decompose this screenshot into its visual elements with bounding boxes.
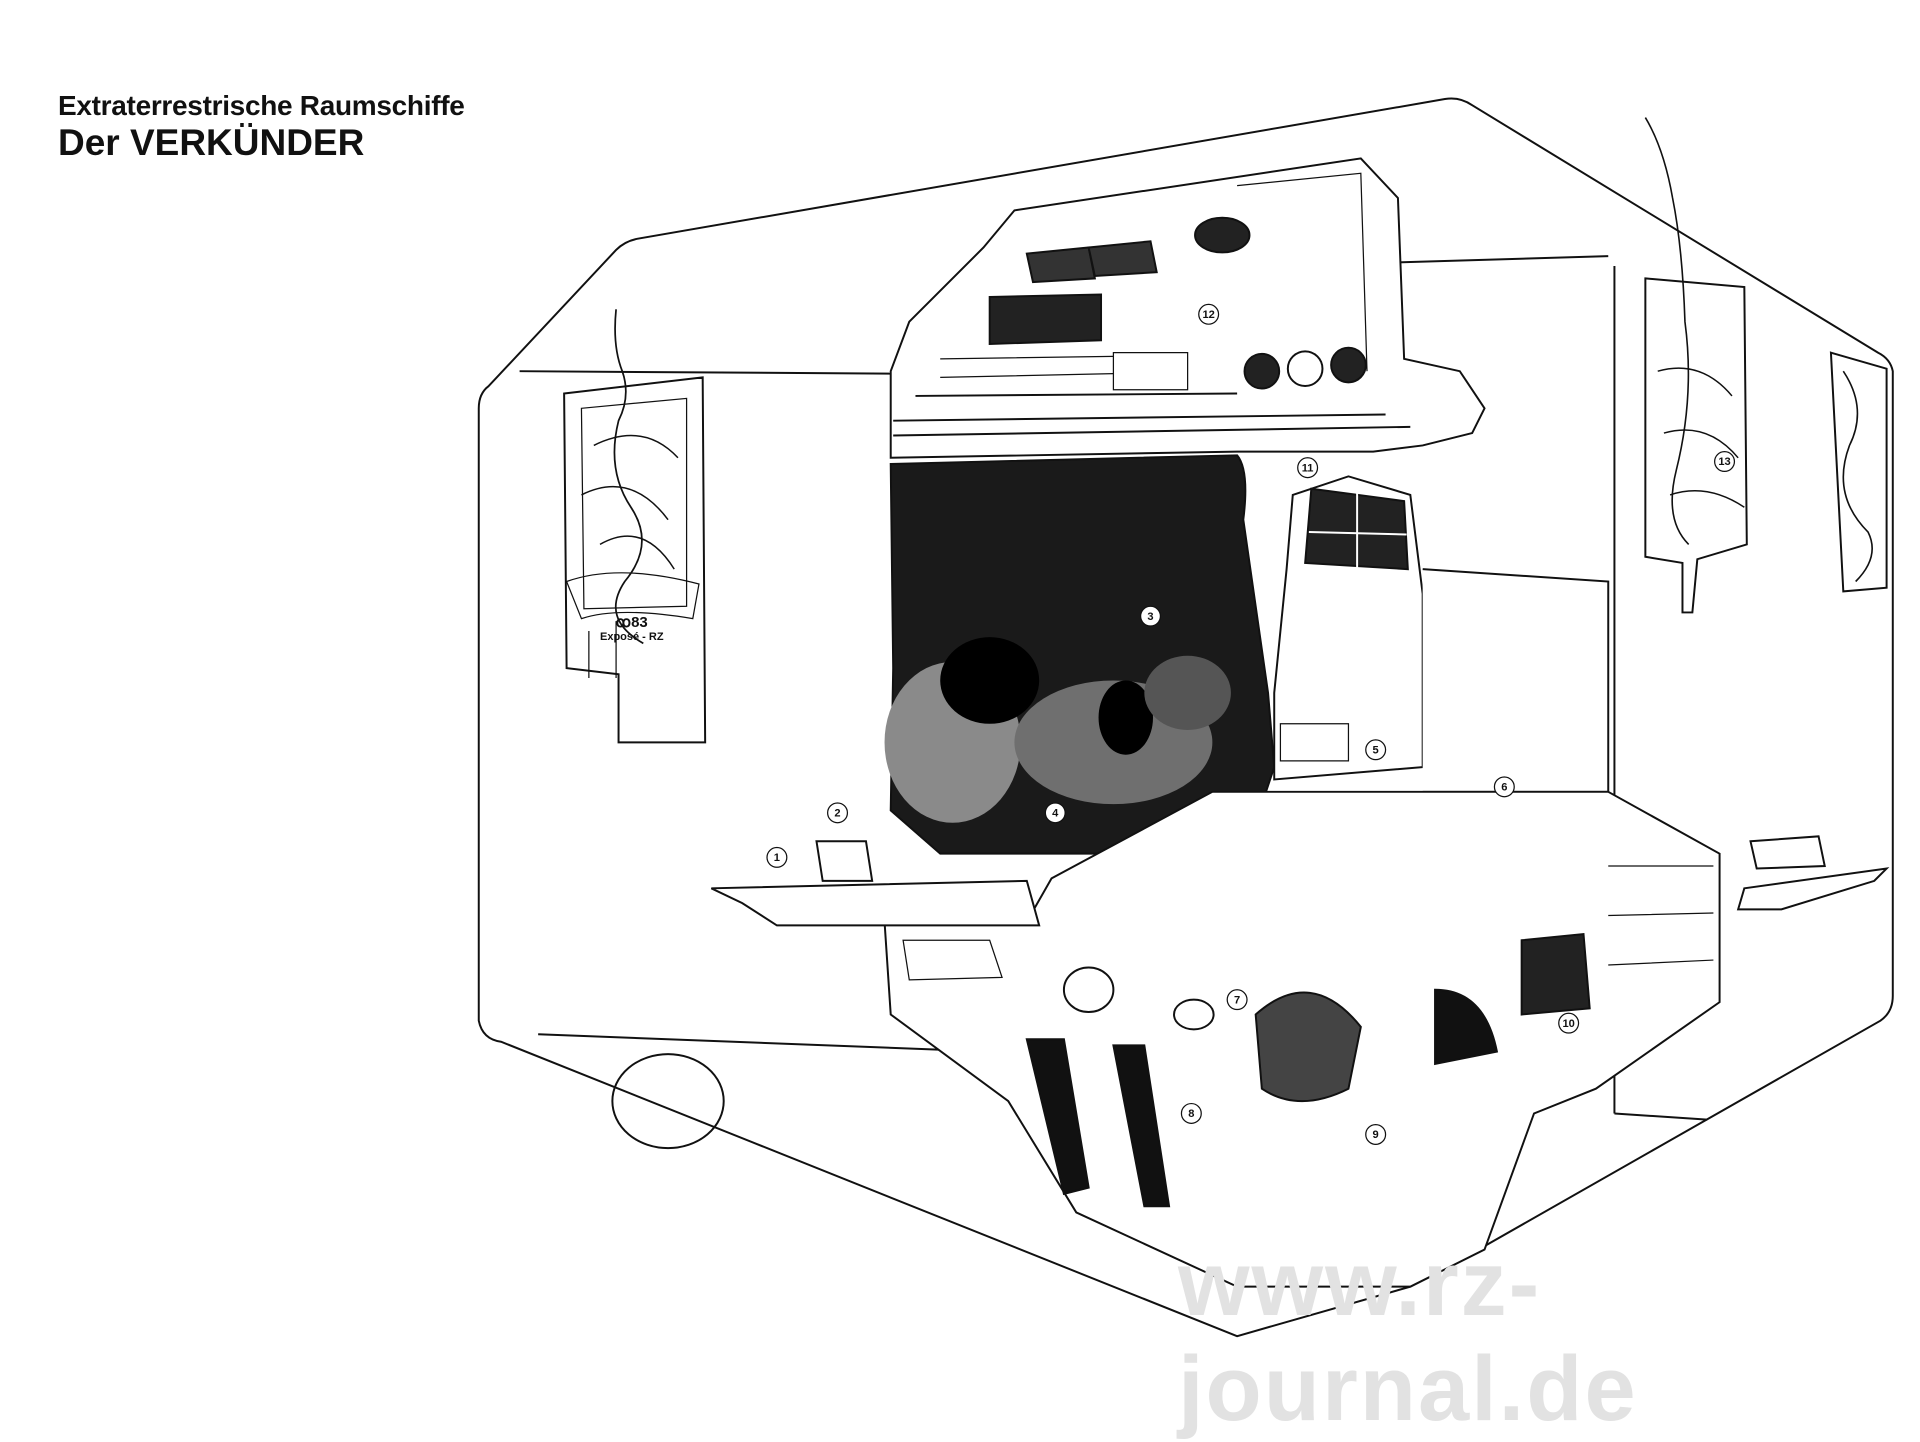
illustration-stroke — [1279, 723, 1350, 762]
illustration-stroke — [1829, 351, 1888, 593]
subtitle: Extraterrestrische Raumschiffe — [58, 90, 465, 121]
page-title-block: Extraterrestrische Raumschiffe Der VERKÜ… — [58, 90, 465, 165]
illustration-stroke — [1397, 255, 1609, 264]
illustration-stroke — [1044, 802, 1066, 824]
callout-5-label: 5 — [1373, 744, 1379, 756]
illustration-stroke: 1 2 3 4 5 6 7 8 9 10 11 12 13 — [766, 303, 1736, 1146]
callout-1-label: 1 — [774, 852, 780, 864]
callout-6-label: 6 — [1501, 782, 1507, 794]
illustration-stroke — [1025, 246, 1097, 284]
illustration-stroke — [815, 840, 874, 882]
illustration-stroke — [1749, 835, 1826, 870]
illustration-stroke — [1608, 865, 1714, 966]
callout-11: 11 — [1297, 457, 1319, 479]
callout-8-label: 8 — [1188, 1108, 1194, 1120]
illustration-stroke — [1180, 1102, 1202, 1124]
illustration-stroke — [893, 413, 1386, 422]
hull-port-oval — [611, 1053, 725, 1150]
illustration-stroke — [1714, 450, 1736, 473]
illustration-stroke — [1112, 352, 1189, 391]
callout-10-label: 10 — [1562, 1018, 1574, 1030]
callout-1: 1 — [766, 846, 788, 868]
illustration-stroke — [988, 293, 1103, 346]
illustration-stroke — [1308, 531, 1407, 536]
illustration-stroke — [710, 879, 1041, 927]
callout-7: 7 — [1226, 989, 1248, 1011]
illustration-stroke — [1558, 1012, 1580, 1034]
illustration-stroke — [766, 846, 788, 868]
illustration-stroke — [1422, 568, 1610, 793]
callout-11-label: 11 — [1302, 462, 1314, 474]
callout-3: 3 — [1140, 605, 1162, 627]
illustration-stroke — [915, 392, 1238, 397]
callout-9-label: 9 — [1373, 1129, 1379, 1141]
illustration-stroke — [889, 157, 1486, 459]
illustration-stroke — [1842, 370, 1873, 583]
illustration-stroke — [1644, 117, 1690, 545]
hull-outline — [477, 97, 1894, 1338]
illustration-stroke — [1254, 991, 1362, 1103]
illustration-stroke — [1365, 739, 1387, 761]
spaceship-cutaway-illustration: 1 2 3 4 5 6 7 8 9 10 11 12 13 — [477, 97, 1894, 1338]
illustration-stroke — [1286, 350, 1324, 388]
callout-4: 4 — [1044, 802, 1066, 824]
illustration-stroke — [1173, 998, 1215, 1031]
illustration-stroke — [580, 397, 688, 610]
callout-2: 2 — [827, 802, 849, 824]
illustration-stroke — [1736, 867, 1890, 911]
illustration-stroke — [1520, 932, 1591, 1016]
illustration-stroke — [1062, 966, 1115, 1014]
illustration-stroke — [1644, 277, 1748, 614]
artist-signature: ꝏ83 Exposé - RZ — [600, 613, 664, 643]
callout-6: 6 — [1493, 776, 1515, 798]
callout-5: 5 — [1365, 739, 1387, 761]
illustration-stroke — [563, 376, 707, 744]
illustration-stroke — [1087, 240, 1158, 277]
illustration-stroke — [1614, 1112, 1708, 1121]
illustration-stroke — [1112, 1044, 1171, 1208]
illustration-stroke — [1493, 776, 1515, 798]
callout-4-label: 4 — [1052, 808, 1059, 820]
illustration-stroke — [613, 309, 644, 645]
signature-text: Exposé - RZ — [600, 631, 664, 643]
watermark: www.rz-journal.de — [1178, 1233, 1638, 1440]
illustration-stroke — [1144, 655, 1231, 730]
illustration-stroke — [1098, 680, 1153, 755]
illustration-stroke — [565, 572, 700, 620]
callout-13: 13 — [1714, 450, 1736, 473]
illustration-stroke — [940, 355, 1114, 378]
callout-12: 12 — [1198, 303, 1220, 325]
illustration-stroke — [1237, 172, 1368, 372]
callout-8: 8 — [1180, 1102, 1202, 1124]
callout-9: 9 — [1365, 1123, 1387, 1146]
illustration-stroke — [519, 370, 897, 375]
illustration-stroke — [1226, 989, 1248, 1011]
illustration-stroke — [902, 939, 1003, 981]
illustration-stroke — [827, 802, 849, 824]
callout-3-label: 3 — [1147, 611, 1153, 623]
illustration-stroke — [1365, 1123, 1387, 1146]
illustration-stroke — [1243, 352, 1281, 390]
illustration-stroke — [1297, 457, 1319, 479]
signature-mark: ꝏ83 — [615, 614, 648, 631]
callout-10: 10 — [1558, 1012, 1580, 1034]
illustration-stroke — [1140, 605, 1162, 627]
callout-7-label: 7 — [1234, 994, 1240, 1006]
illustration-stroke — [1657, 367, 1745, 508]
illustration-stroke — [581, 434, 679, 570]
illustration-stroke — [588, 621, 617, 678]
page-title: Der VERKÜNDER — [58, 122, 365, 164]
illustration-stroke — [1198, 303, 1220, 325]
illustration-stroke — [940, 637, 1040, 724]
illustration-stroke — [1434, 988, 1499, 1066]
illustration-stroke — [1330, 346, 1367, 384]
callout-13-label: 13 — [1718, 456, 1730, 468]
callout-2-label: 2 — [834, 808, 840, 820]
illustration-stroke — [538, 1033, 990, 1053]
illustration-stroke — [1025, 1038, 1090, 1196]
illustration-stroke — [1194, 216, 1251, 254]
illustration-stroke — [893, 425, 1411, 437]
callout-12-label: 12 — [1202, 309, 1214, 321]
